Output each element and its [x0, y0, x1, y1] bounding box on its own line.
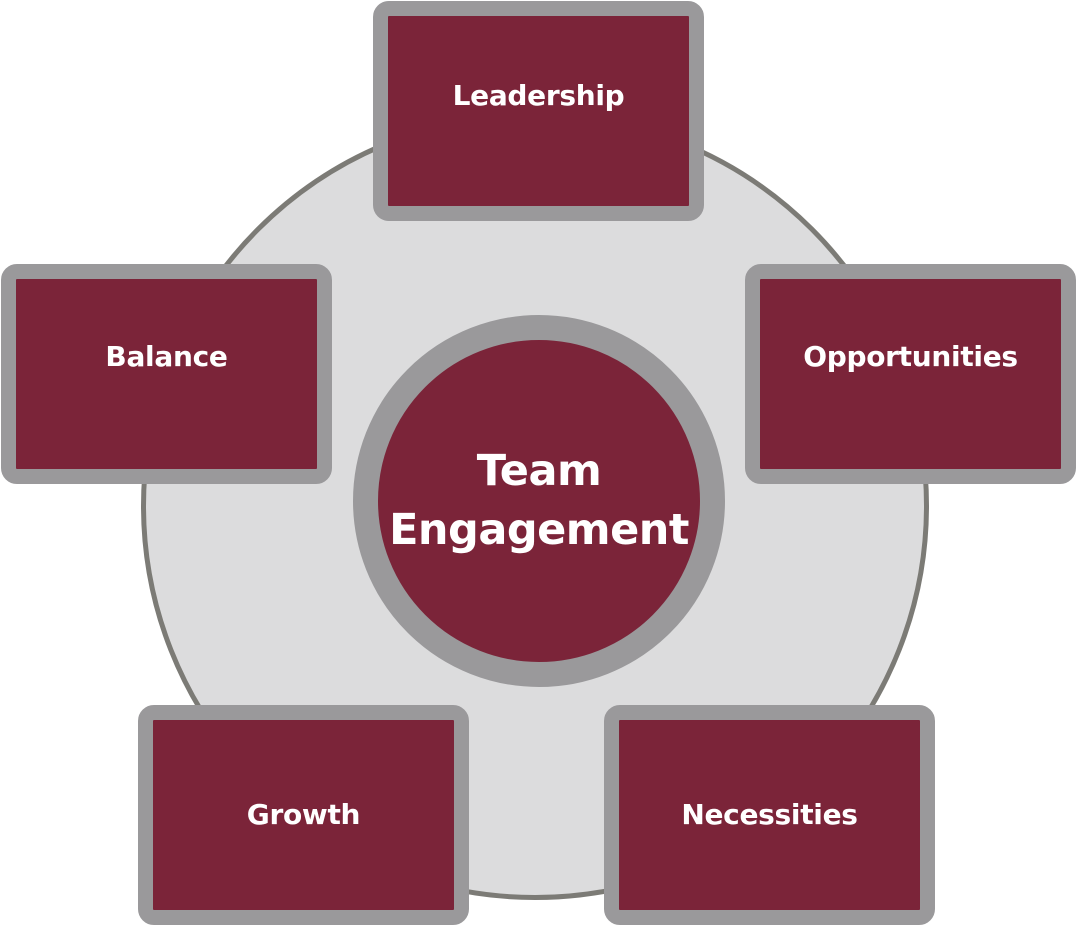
- node-growth: Growth: [138, 705, 469, 925]
- node-balance: Balance: [1, 264, 332, 484]
- node-label-necessities: Necessities: [681, 797, 858, 831]
- node-opportunities: Opportunities: [745, 264, 1076, 484]
- node-label-growth: Growth: [246, 797, 361, 831]
- node-leadership: Leadership: [373, 1, 704, 221]
- center-hub: Team Engagement: [353, 315, 725, 687]
- node-label-opportunities: Opportunities: [803, 339, 1018, 373]
- node-label-leadership: Leadership: [452, 78, 625, 112]
- center-label: Team Engagement: [389, 445, 689, 555]
- node-label-balance: Balance: [105, 339, 228, 373]
- node-necessities: Necessities: [604, 705, 935, 925]
